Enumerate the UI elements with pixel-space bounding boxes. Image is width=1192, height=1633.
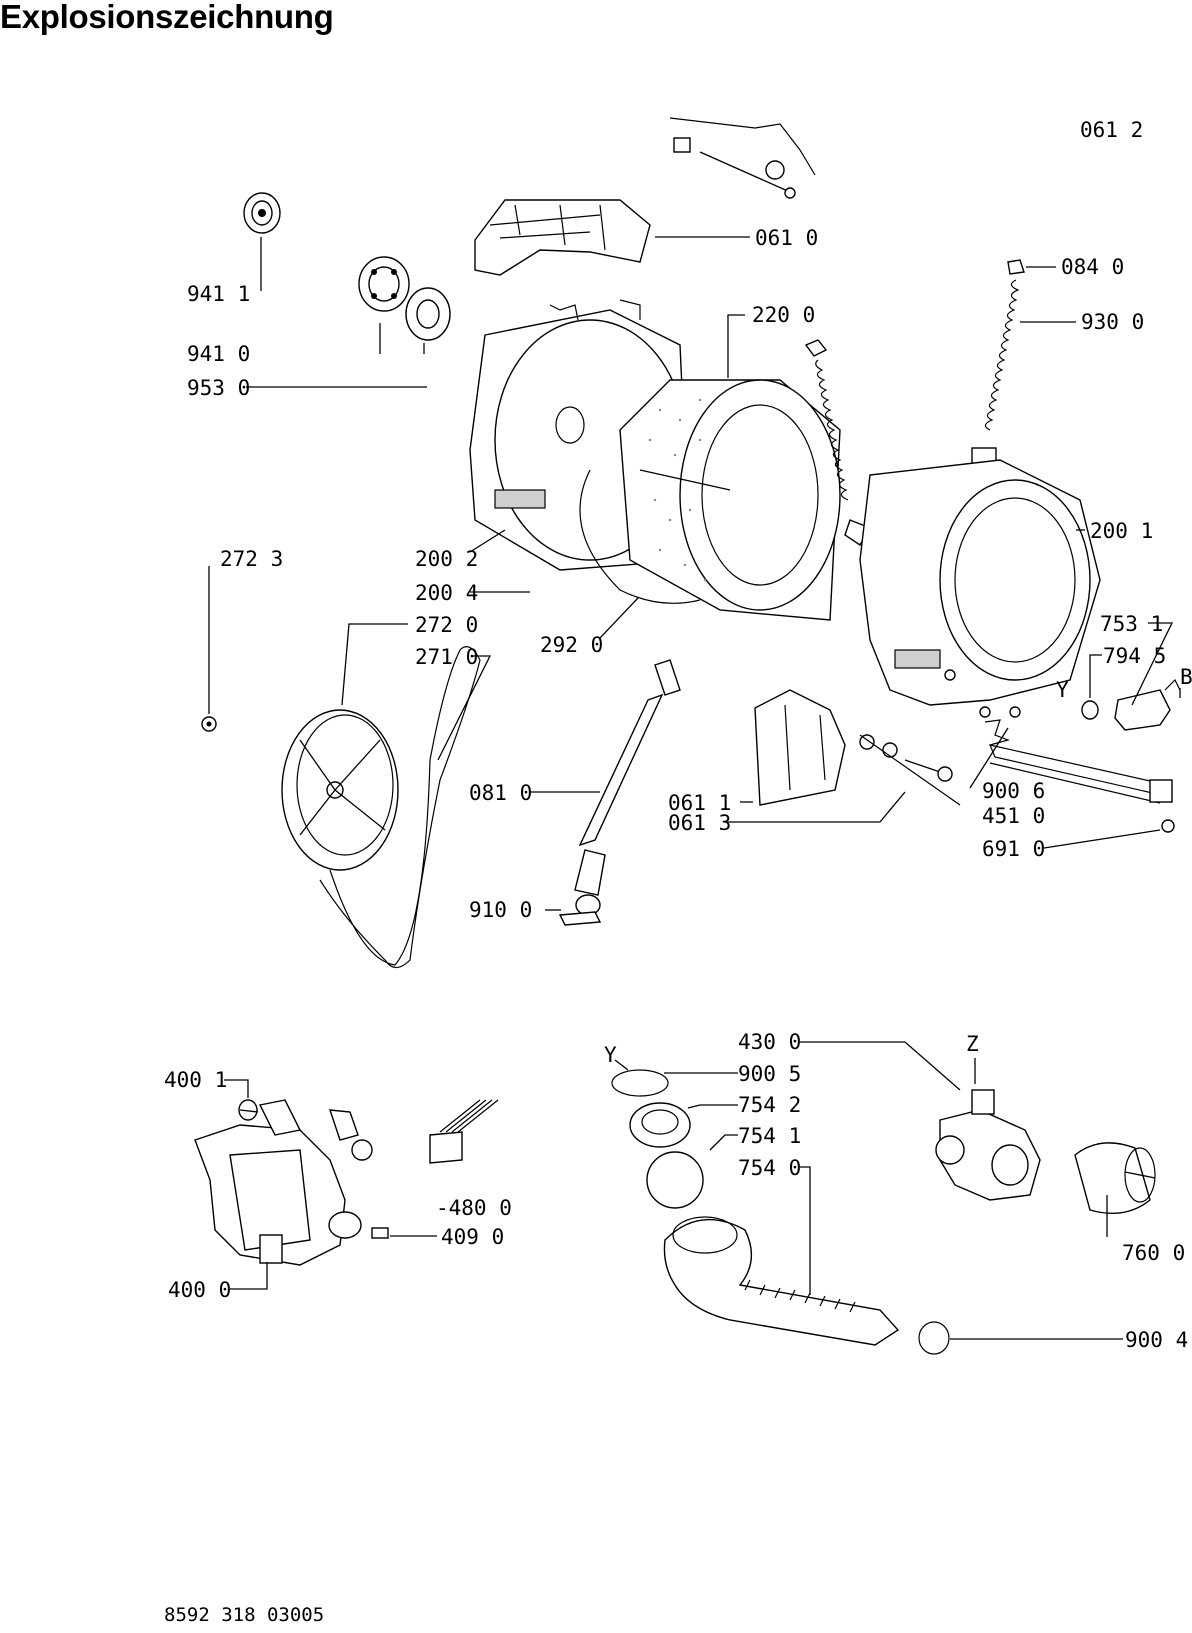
part-bracket-9100 [558,911,602,926]
callout-7945: 794 5 [1103,644,1166,668]
callout-9100: 910 0 [469,898,532,922]
part-drum [619,379,841,621]
part-clamp-9005 [611,1069,669,1097]
part-4090 [371,1227,389,1239]
part-motor [194,1099,373,1266]
callout-9004: 900 4 [1125,1328,1188,1352]
callout-0613: 061 3 [668,811,731,835]
callout-4001: 400 1 [164,1068,227,1092]
callout-2001: 200 1 [1090,519,1153,543]
callout-7600: 760 0 [1122,1241,1185,1265]
callout-Z: Z [966,1032,979,1056]
part-counterweight [474,199,651,276]
part-screw-6113 [859,734,961,806]
callout-4300: 430 0 [738,1030,801,1054]
callout-9006: 900 6 [982,779,1045,803]
callout-2200: 220 0 [752,303,815,327]
part-filter [1074,1142,1156,1215]
part-pulley [281,709,399,871]
part-shock-absorber [574,659,681,916]
callout-9410: 941 0 [187,342,250,366]
part-4001 [238,1099,259,1121]
callout-labels: 061 2 061 0 941 1 084 0 220 0 930 0 941 … [164,118,1192,1352]
part-sensor-7945 [1081,700,1099,720]
part-heater-connector [1114,678,1181,731]
callout-0611: 061 1 [668,791,731,815]
callout-2723: 272 3 [220,547,283,571]
callout-4510: 451 0 [982,804,1045,828]
document-number: 8592 318 03005 [164,1604,325,1626]
part-top-rod [669,117,816,199]
part-ring-2920 [579,469,701,604]
callout-9411: 941 1 [187,282,250,306]
callout-4090: 409 0 [441,1225,504,1249]
callout-9530: 953 0 [187,376,250,400]
drum-dots [648,398,707,582]
part-hose-7540 [663,1216,900,1346]
callout-6910: 691 0 [982,837,1045,861]
part-bearing-9410 [358,256,410,312]
callout-B: B [1180,665,1192,689]
part-weight-block [754,689,846,806]
part-nut-2723 [201,716,217,732]
part-heating-element [989,744,1173,804]
callout-2004: 200 4 [415,581,478,605]
callout-Y2: Y [604,1043,617,1067]
part-bearing-9411 [243,192,281,234]
callout-7541: 754 1 [738,1124,801,1148]
part-nut-6910 [1161,819,1175,833]
part-clip-9006 [984,719,1010,746]
callout-0610: 061 0 [755,226,818,250]
part-spring-right [971,259,1025,479]
callout-9300: 930 0 [1081,310,1144,334]
page-title: Explosionszeichnung [0,0,334,35]
callout-0840: 084 0 [1061,255,1124,279]
part-4800 [429,1099,499,1164]
part-ball-7541 [646,1151,704,1209]
callout-4800: -480 0 [436,1196,512,1220]
callout-2720: 272 0 [415,613,478,637]
part-seal-9530 [405,287,451,341]
callout-7531: 753 1 [1100,612,1163,636]
part-ring-7542 [629,1102,691,1148]
callout-7542: 754 2 [738,1093,801,1117]
part-clamp-9004 [918,1321,950,1355]
callout-2002: 200 2 [415,547,478,571]
callout-4000: 400 0 [168,1278,231,1302]
callout-0810: 081 0 [469,781,532,805]
callout-Y1: Y [1056,678,1069,702]
callout-0612: 061 2 [1080,118,1143,142]
callout-9005: 900 5 [738,1062,801,1086]
callout-2710: 271 0 [415,645,478,669]
callout-2920: 292 0 [540,633,603,657]
leader-lines [208,236,1181,1340]
part-belt [319,646,481,969]
part-front-tub [859,459,1101,718]
part-pump [935,1089,1041,1201]
callout-7540: 754 0 [738,1156,801,1180]
